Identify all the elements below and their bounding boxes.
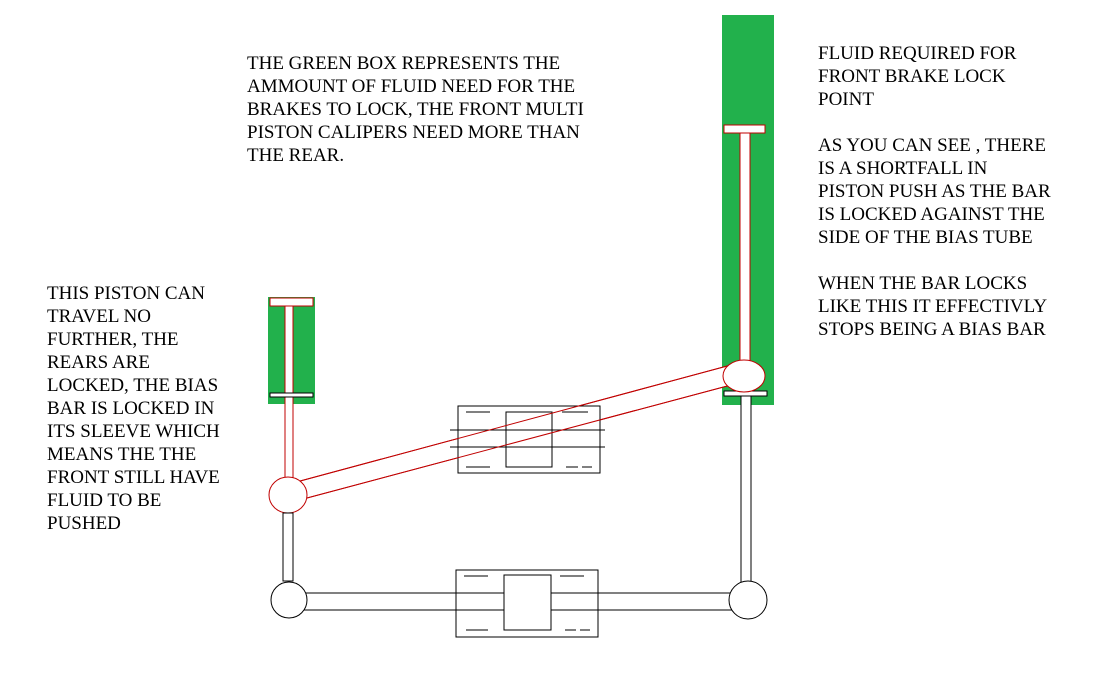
note-line: THIS PISTON CAN [47, 283, 206, 304]
note-line: FURTHER, THE [47, 329, 179, 350]
front-fluid-note: FLUID REQUIRED FOR FRONT BRAKE LOCK POIN… [818, 42, 1088, 341]
note-line: THE GREEN BOX REPRESENTS THE [247, 53, 561, 74]
note-line: TRAVEL NO [47, 306, 151, 327]
note-line: POINT [818, 89, 874, 110]
note-line: BRAKES TO LOCK, THE FRONT MULTI [247, 99, 584, 120]
note-line: FLUID TO BE [47, 490, 162, 511]
note-line: THE REAR. [247, 145, 345, 166]
note-line: PISTON PUSH AS THE BAR [818, 181, 1051, 202]
rear-piston-note: THIS PISTON CAN TRAVEL NO FURTHER, THE R… [47, 282, 247, 535]
note-paragraph-fluid-required: FLUID REQUIRED FOR FRONT BRAKE LOCK POIN… [818, 42, 1088, 111]
note-line: BAR IS LOCKED IN [47, 398, 215, 419]
note-paragraph-bar-locks: WHEN THE BAR LOCKS LIKE THIS IT EFFECTIV… [818, 272, 1088, 341]
note-line: LIKE THIS IT EFFECTIVLY [818, 296, 1048, 317]
note-line: IS A SHORTFALL IN [818, 158, 988, 179]
note-line: PUSHED [47, 513, 121, 534]
bias-bar-edge-lower [291, 380, 747, 503]
note-line: WHEN THE BAR LOCKS [818, 273, 1028, 294]
note-line: AS YOU CAN SEE , THERE [818, 135, 1047, 156]
lower-bias-sleeve [455, 569, 599, 638]
note-line: ITS SLEEVE WHICH [47, 421, 220, 442]
note-line: AMMOUNT OF FLUID NEED FOR THE [247, 76, 576, 97]
rear-lower-pivot [270, 581, 308, 619]
note-line: LOCKED, THE BIAS [47, 375, 219, 396]
note-line: FRONT STILL HAVE [47, 467, 220, 488]
note-paragraph-shortfall: AS YOU CAN SEE , THERE IS A SHORTFALL IN… [818, 134, 1088, 249]
front-pedal-link [740, 395, 752, 585]
note-line: STOPS BEING A BIAS BAR [818, 319, 1046, 340]
note-line: PISTON CALIPERS NEED MORE THAN [247, 122, 580, 143]
note-line: IS LOCKED AGAINST THE [818, 204, 1045, 225]
bias-bar-edge-upper [288, 361, 743, 485]
rear-bias-pivot [268, 476, 308, 514]
note-line: FLUID REQUIRED FOR [818, 43, 1017, 64]
rear-pedal-link [282, 512, 294, 582]
note-line: SIDE OF THE BIAS TUBE [818, 227, 1033, 248]
green-box-note: THE GREEN BOX REPRESENTS THE AMMOUNT OF … [247, 52, 627, 167]
note-line: MEANS THE THE [47, 444, 197, 465]
note-line: FRONT BRAKE LOCK [818, 66, 1006, 87]
front-bias-pivot [722, 359, 766, 393]
upper-bias-sleeve [450, 405, 605, 474]
rear-stop-bar [269, 392, 314, 398]
front-lower-pivot [728, 580, 768, 620]
note-line: REARS ARE [47, 352, 150, 373]
